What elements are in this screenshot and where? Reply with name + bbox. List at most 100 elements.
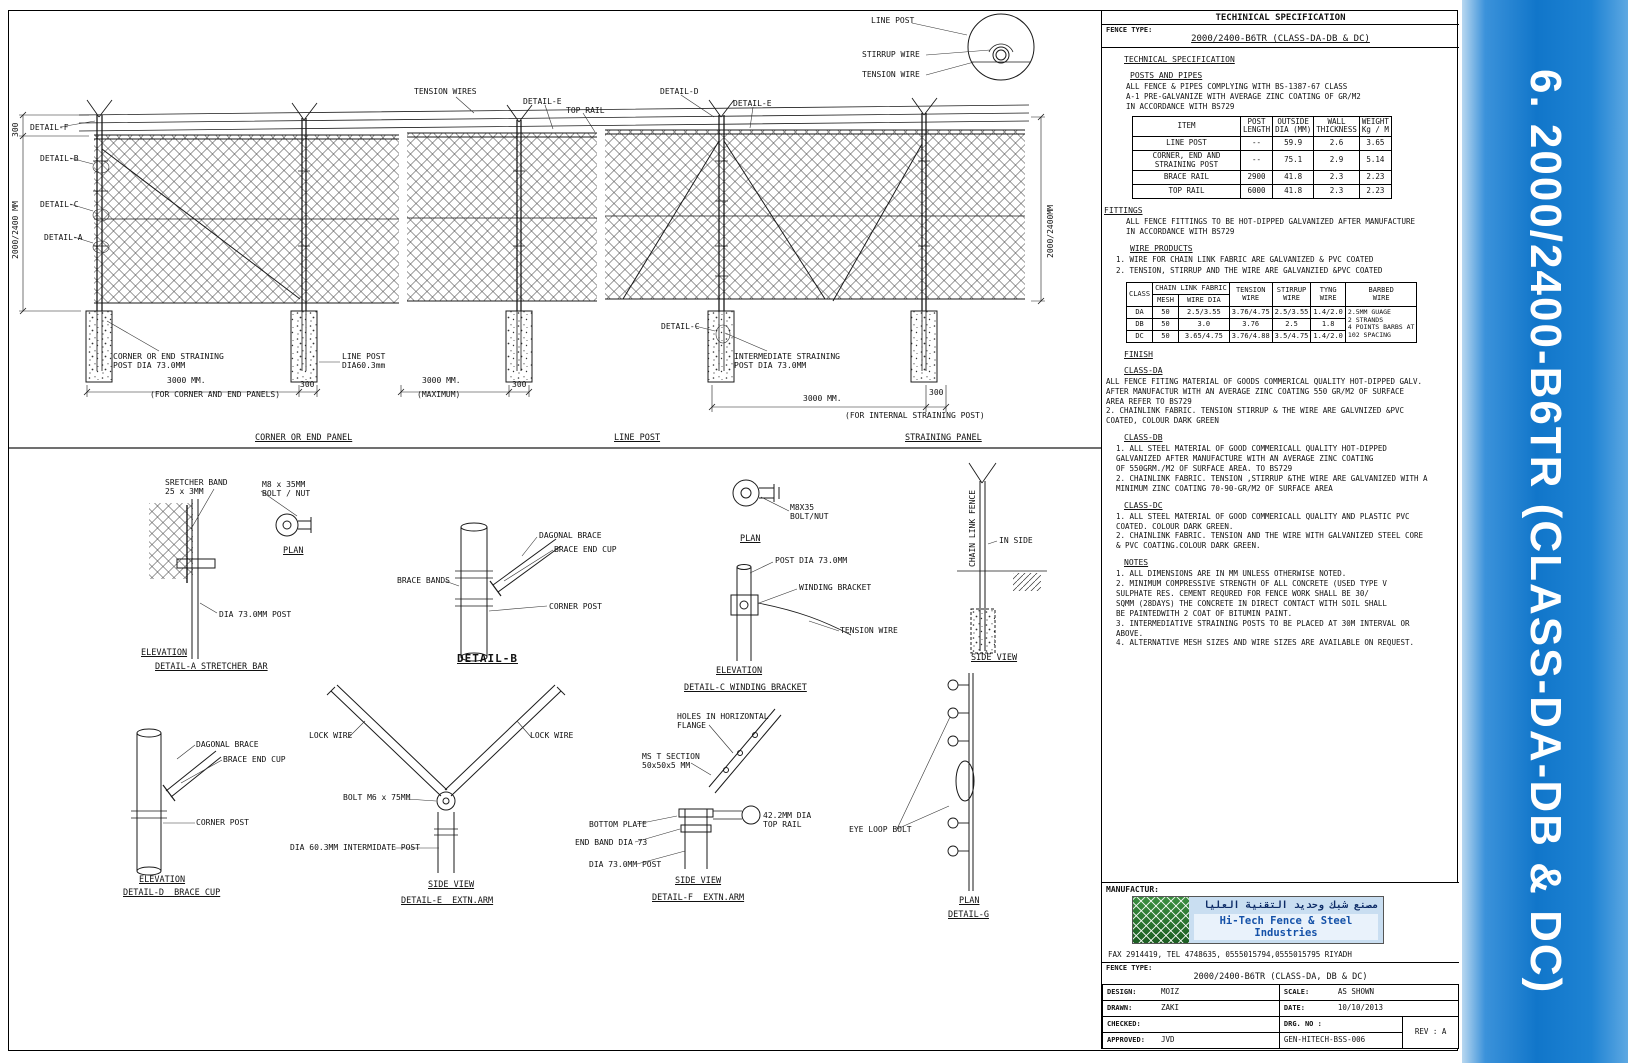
label-corner-post-d: CORNER POST bbox=[196, 818, 249, 827]
col-post-length: POST LENGTH bbox=[1239, 115, 1274, 137]
fence-drawing-linework bbox=[9, 13, 1101, 891]
scale-label: SCALE: bbox=[1283, 988, 1310, 997]
logo-company-name: Hi-Tech Fence & Steel Industries bbox=[1194, 914, 1378, 940]
label-eye-loop-bolt: EYE LOOP BOLT bbox=[849, 825, 912, 834]
dimension-note-3: (FOR INTERNAL STRAINING POST) bbox=[845, 411, 985, 420]
drawn-cell: DRAWN: ZAKI bbox=[1102, 1000, 1280, 1017]
label-lock-wire-right: LOCK WIRE bbox=[530, 731, 574, 740]
sidebar-title-strip: 6. 2000/2400-B6TR (CLASS-DA-DB & DC) bbox=[1462, 0, 1628, 1063]
title-block: MANUFACTUR: مصنع شبك وحديد التقنية العلي… bbox=[1102, 882, 1460, 1049]
caption-straining-panel: STRAINING PANEL bbox=[905, 433, 982, 443]
approved-label: APPROVED: bbox=[1107, 1036, 1145, 1045]
rev-value: REV : A bbox=[1414, 1027, 1447, 1037]
label-diagonal-brace-d: DAGONAL BRACE bbox=[196, 740, 259, 749]
class-da-text: ALL FENCE FITING MATERIAL OF GOODS COMME… bbox=[1106, 376, 1423, 426]
leader-lines-details bbox=[163, 488, 998, 865]
table-row: DESIGN:MOIZ SCALE: AS SHOWN bbox=[1102, 984, 1460, 1001]
label-detail-e-1: DETAIL-E bbox=[523, 97, 562, 106]
dimension-height-left: 2000/2400 MM bbox=[11, 201, 20, 259]
cell: DB bbox=[1125, 317, 1154, 331]
caption-detail-c: DETAIL-C WINDING BRACKET bbox=[684, 683, 807, 693]
approved-cell: APPROVED:JVD bbox=[1102, 1032, 1280, 1049]
label-intermediate-post-note: INTERMEDIATE STRAINING POST DIA 73.0MM bbox=[734, 352, 840, 371]
notes-text: 1. ALL DIMENSIONS ARE IN MM UNLESS OTHER… bbox=[1116, 569, 1415, 648]
cell: BRACE RAIL bbox=[1132, 170, 1241, 186]
label-corner-post-note: CORNER OR END STRAINING POST DIA 73.0MM bbox=[113, 352, 224, 371]
section-finish: FINISH bbox=[1124, 349, 1153, 359]
design-value: MOIZ bbox=[1161, 987, 1180, 997]
contact-line: FAX 2914419, TEL 4748635, 0555015794,055… bbox=[1108, 950, 1352, 959]
cell: 3.5/4.75 bbox=[1271, 329, 1312, 343]
fence-type-value-bottom: 2000/2400-B6TR (CLASS-DA, DB & DC) bbox=[1193, 972, 1368, 982]
label-dia60-post: DIA 60.3MM INTERMIDATE POST bbox=[290, 843, 421, 852]
dimension-height-right: 2000/2400MM bbox=[1046, 205, 1055, 258]
table-row: DB 50 3.0 3.76 2.5 1.8 bbox=[1125, 317, 1417, 331]
col-class: CLASS bbox=[1125, 281, 1154, 307]
wire-item-2: 2. TENSION, STIRRUP AND THE WIRE ARE GAL… bbox=[1116, 265, 1383, 275]
leader-lines-top bbox=[59, 22, 991, 363]
cell: -- bbox=[1239, 149, 1274, 172]
dimension-3000mm-1: 3000 MM. bbox=[167, 376, 206, 385]
section-class-db: CLASS-DB bbox=[1124, 433, 1163, 443]
cell: 75.1 bbox=[1272, 149, 1315, 172]
cell: 2.5 bbox=[1271, 317, 1312, 331]
drawing-sheet: LINE POST STIRRUP WIRE TENSION WIRE TENS… bbox=[8, 10, 1460, 1051]
label-stretcher-band: SRETCHER BAND 25 x 3MM bbox=[165, 478, 228, 497]
cell: 2.23 bbox=[1358, 184, 1392, 200]
logo-arabic-text: مصنع شبك وحديد التقنية العليا bbox=[1203, 900, 1378, 911]
caption-detail-f: DETAIL-F EXTN.ARM bbox=[652, 893, 745, 903]
scale-value: AS SHOWN bbox=[1337, 987, 1375, 997]
caption-elevation-d: ELEVATION bbox=[139, 875, 186, 885]
date-cell: DATE:10/10/2013 bbox=[1278, 1000, 1460, 1017]
cell: 50 bbox=[1152, 329, 1179, 343]
drg-no-value-cell: GEN-HITECH-BSS-006 bbox=[1278, 1032, 1404, 1049]
section-notes: NOTES bbox=[1124, 558, 1149, 568]
drg-no-label: DRG. NO : bbox=[1283, 1020, 1322, 1029]
table-row: APPROVED:JVD GEN-HITECH-BSS-006 bbox=[1102, 1032, 1459, 1049]
fence-elevation-group bbox=[9, 13, 1101, 449]
label-dia73-post-f: DIA 73.0MM POST bbox=[589, 860, 662, 869]
label-top-rail: TOP RAIL bbox=[566, 106, 605, 115]
detail-drawings-group bbox=[131, 462, 1047, 891]
label-tension-wires: TENSION WIRES bbox=[414, 87, 477, 96]
drawn-value: ZAKI bbox=[1161, 1003, 1180, 1013]
table-row: DA 50 2.5/3.55 3.76/4.75 2.5/3.55 1.4/2.… bbox=[1125, 305, 1418, 343]
label-detail-b: DETAIL-B bbox=[40, 154, 79, 163]
wire-item-1: 1. WIRE FOR CHAIN LINK FABRIC ARE GALVAN… bbox=[1116, 254, 1374, 264]
manufacturer-logo: مصنع شبك وحديد التقنية العليا Hi-Tech Fe… bbox=[1132, 896, 1384, 944]
cell: 2.3 bbox=[1313, 184, 1360, 200]
design-cell: DESIGN:MOIZ bbox=[1102, 984, 1280, 1001]
rev-cell: REV : A bbox=[1402, 1016, 1459, 1049]
label-top-rail-f: 42.2MM DIA TOP RAIL bbox=[763, 811, 812, 830]
col-stirrup: STIRRUP WIRE bbox=[1271, 281, 1312, 307]
label-brace-bands: BRACE BANDS bbox=[397, 576, 450, 585]
label-chain-link-fence: CHAIN LINK FENCE bbox=[968, 489, 977, 567]
section-class-da: CLASS-DA bbox=[1124, 365, 1163, 375]
section-technical-specification: TECHNICAL SPECIFICATION bbox=[1124, 55, 1235, 64]
cell: 50 bbox=[1152, 317, 1179, 331]
drawn-label: DRAWN: bbox=[1107, 1004, 1133, 1013]
cell: 2.9 bbox=[1313, 149, 1360, 172]
fence-type-box: FENCE TYPE: 2000/2400-B6TR (CLASS-DA, DB… bbox=[1102, 962, 1459, 984]
caption-elevation-a: ELEVATION bbox=[141, 648, 188, 658]
label-detail-c: DETAIL-C bbox=[40, 200, 79, 209]
cell: 1.4/2.0 bbox=[1310, 329, 1346, 343]
cell: 2.3 bbox=[1313, 170, 1360, 186]
col-outside-dia: OUTSIDE DIA (MM) bbox=[1272, 115, 1315, 137]
label-brace-end-cup-b: BRACE END CUP bbox=[554, 545, 617, 554]
label-post-dia-c: POST DIA 73.0MM bbox=[775, 556, 848, 565]
label-line-post: LINE POST bbox=[871, 16, 915, 25]
class-dc-text: 1. ALL STEEL MATERIAL OF GOOD COMMERICAL… bbox=[1116, 511, 1424, 551]
col-wire-dia: WIRE DIA bbox=[1177, 293, 1230, 307]
manufacturer-label: MANUFACTUR: bbox=[1106, 885, 1159, 894]
cell: 3.65 bbox=[1358, 135, 1392, 151]
caption-detail-e: DETAIL-E EXTN.ARM bbox=[401, 896, 494, 906]
logo-mesh-graphic bbox=[1133, 897, 1189, 943]
page-title: 6. 2000/2400-B6TR (CLASS-DA-DB & DC) bbox=[1521, 68, 1570, 995]
cell: DA bbox=[1125, 305, 1154, 319]
fence-type-value: 2000/2400-B6TR (CLASS-DA-DB & DC) bbox=[1191, 34, 1370, 44]
table-row: CHECKED: DRG. NO : REV : A bbox=[1102, 1016, 1459, 1049]
fittings-note: ALL FENCE FITTINGS TO BE HOT-DIPPED GALV… bbox=[1126, 217, 1415, 237]
label-winding-bracket: WINDING BRACKET bbox=[799, 583, 872, 592]
label-lock-wire-left: LOCK WIRE bbox=[309, 731, 353, 740]
